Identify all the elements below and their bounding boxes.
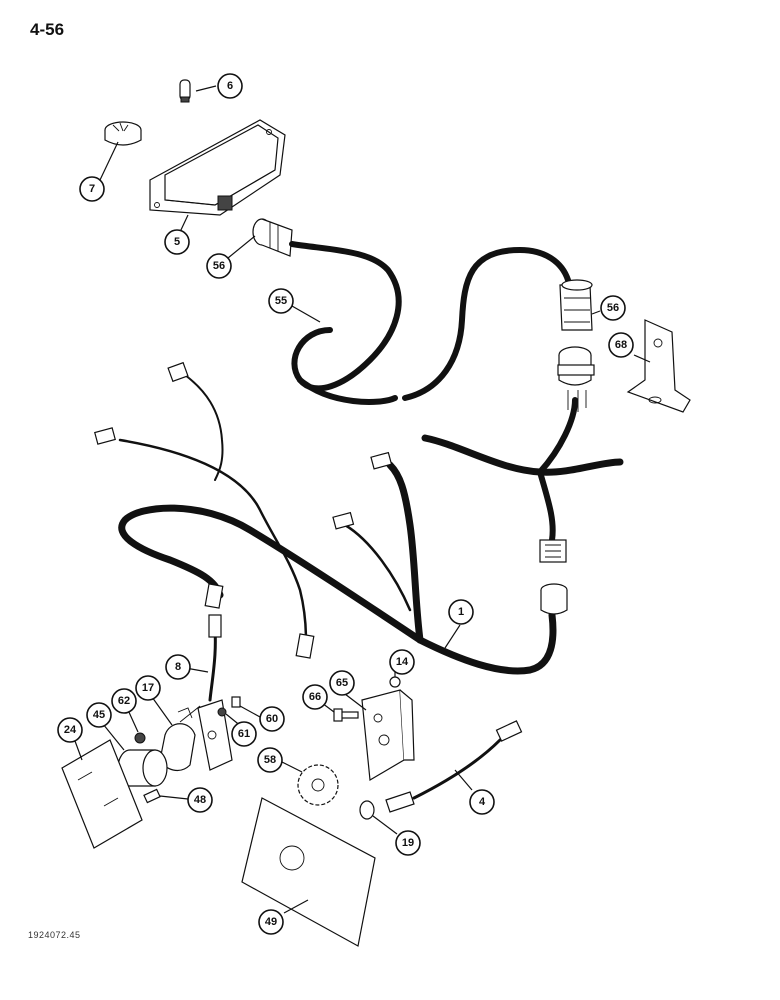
harness-branch-lower xyxy=(537,469,556,543)
callout-8: 8 xyxy=(165,654,191,680)
bracket-68-part xyxy=(626,319,691,413)
callout-68-label: 68 xyxy=(615,339,627,351)
callout-55: 55 xyxy=(268,288,294,314)
callout-48: 48 xyxy=(187,787,213,813)
sprocket-58-part xyxy=(297,764,339,806)
control-module-part xyxy=(149,119,286,216)
cable-55 xyxy=(289,241,402,392)
callout-14: 14 xyxy=(389,649,415,675)
callout-62: 62 xyxy=(111,688,137,714)
callout-5-label: 5 xyxy=(174,236,180,248)
main-harness-cable xyxy=(421,434,624,476)
nut-14-part xyxy=(389,676,401,688)
callout-24: 24 xyxy=(57,717,83,743)
round-cap-part xyxy=(104,121,142,146)
bulb-part xyxy=(179,79,191,103)
figure-code: 1924072.45 xyxy=(28,930,81,940)
callout-14-label: 14 xyxy=(396,656,409,668)
callout-49-label: 49 xyxy=(265,916,277,928)
cable-connector-part xyxy=(252,218,293,257)
callout-68: 68 xyxy=(608,332,634,358)
plate-24-part xyxy=(61,739,143,849)
callout-8-label: 8 xyxy=(175,661,181,673)
speed-sensor-4-part xyxy=(385,720,523,813)
callout-56-lower: 56 xyxy=(600,295,626,321)
callout-6-label: 6 xyxy=(227,80,233,92)
callout-17: 17 xyxy=(135,675,161,701)
callout-65-label: 65 xyxy=(336,677,348,689)
callout-19-label: 19 xyxy=(402,837,414,849)
callout-49: 49 xyxy=(258,909,284,935)
harness-center-cable xyxy=(386,461,424,644)
callout-7-label: 7 xyxy=(89,183,95,195)
callout-65: 65 xyxy=(329,670,355,696)
nut-19-part xyxy=(359,800,375,820)
screw-60-part xyxy=(231,696,241,708)
plug-connector-1 xyxy=(94,427,116,445)
callout-61-label: 61 xyxy=(238,728,250,740)
callout-4-label: 4 xyxy=(479,796,486,808)
callout-19: 19 xyxy=(395,830,421,856)
callout-45-label: 45 xyxy=(93,709,105,721)
callout-5: 5 xyxy=(164,229,190,255)
connector-56-part xyxy=(559,279,593,331)
sensor-body-part xyxy=(197,699,233,771)
harness-left-loop xyxy=(118,504,424,644)
bolt-48-part xyxy=(143,788,161,804)
nut-61-part xyxy=(217,707,227,717)
plate-49-part xyxy=(241,797,376,947)
callout-62-label: 62 xyxy=(118,695,130,707)
callout-66: 66 xyxy=(302,684,328,710)
callout-55-label: 55 xyxy=(275,295,287,307)
page-number: 4-56 xyxy=(30,20,65,39)
callout-24-label: 24 xyxy=(64,724,77,736)
callout-60-label: 60 xyxy=(266,713,278,725)
plug-connector-2 xyxy=(167,361,189,383)
callout-4: 4 xyxy=(469,789,495,815)
callout-45: 45 xyxy=(86,702,112,728)
mating-connector-part xyxy=(557,346,595,412)
plug-connector-4 xyxy=(332,511,355,530)
callout-58: 58 xyxy=(257,747,283,773)
leader-lines xyxy=(74,85,651,914)
plug-connector-3 xyxy=(370,451,393,470)
plug-connector-6 xyxy=(204,583,224,609)
screw-66-part xyxy=(333,708,359,722)
callout-60: 60 xyxy=(259,706,285,732)
callout-56-upper-label: 56 xyxy=(213,260,225,272)
callout-6: 6 xyxy=(217,73,243,99)
sensor-plug-8 xyxy=(208,614,222,638)
bracket-65-part xyxy=(361,689,415,781)
callout-61: 61 xyxy=(231,721,257,747)
callout-17-label: 17 xyxy=(142,682,154,694)
lower-connector-part xyxy=(539,539,568,615)
wire-center-conn xyxy=(343,523,412,612)
cable-55-continuation xyxy=(297,377,398,405)
plug-connector-5 xyxy=(295,633,315,659)
wire-top-center xyxy=(184,374,224,481)
callout-1: 1 xyxy=(448,599,474,625)
cable-55-lower xyxy=(402,247,571,401)
nut-62-part xyxy=(134,732,146,744)
callout-56-lower-label: 56 xyxy=(607,302,619,314)
callout-56-upper: 56 xyxy=(206,253,232,279)
callout-66-label: 66 xyxy=(309,691,321,703)
callout-7: 7 xyxy=(79,176,105,202)
callout-48-label: 48 xyxy=(194,794,206,806)
callout-58-label: 58 xyxy=(264,754,276,766)
harness-branch-up xyxy=(537,397,578,475)
wire-left-top xyxy=(118,438,308,642)
callout-1-label: 1 xyxy=(458,606,464,618)
harness-long-run xyxy=(416,611,557,675)
